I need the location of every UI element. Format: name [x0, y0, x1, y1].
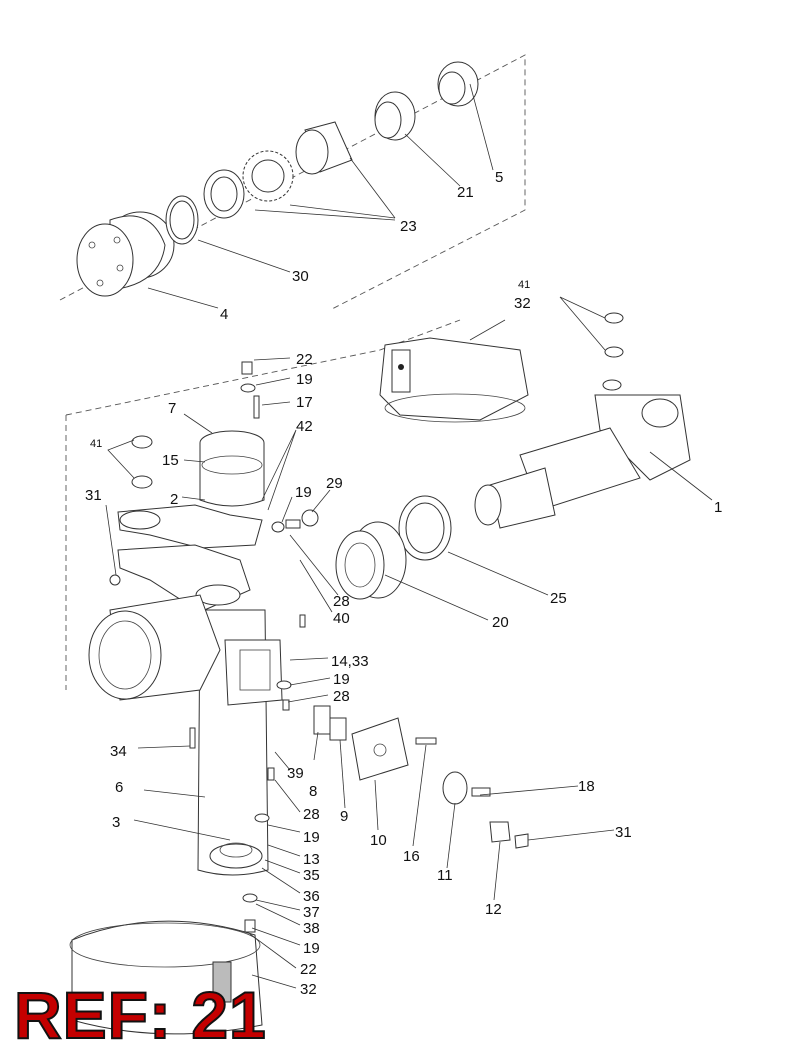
label-8: 8: [309, 783, 317, 800]
label-11: 11: [437, 867, 453, 884]
part-7-15-top-cap: [199, 430, 265, 507]
part-3-kingpin-bottom: [209, 842, 263, 869]
label-1: 1: [714, 499, 722, 516]
label-32-lower: 32: [300, 981, 317, 998]
part-4-hub: [76, 211, 175, 297]
label-9: 9: [340, 808, 348, 825]
label-34: 34: [110, 743, 127, 760]
label-15: 15: [162, 452, 179, 469]
label-28-b: 28: [333, 688, 350, 705]
part-spline-sleeve: [295, 121, 353, 175]
label-32-upper: 32: [514, 295, 531, 312]
part-32-band-lower: [69, 920, 263, 1035]
label-19-mid: 19: [333, 671, 350, 688]
label-22-bottom: 22: [300, 961, 317, 978]
label-40: 40: [333, 610, 350, 627]
part-41-washers-right: [602, 312, 624, 391]
label-19-lower: 19: [303, 829, 320, 846]
small-hardware: [109, 361, 319, 933]
label-19-arm: 19: [295, 484, 312, 501]
label-41-right: 41: [518, 279, 530, 291]
label-35: 35: [303, 867, 320, 884]
label-28-a: 28: [333, 593, 350, 610]
label-2: 2: [170, 491, 178, 508]
part-21-bearing: [374, 91, 416, 141]
part-32-band-upper: [379, 337, 529, 423]
label-20: 20: [492, 614, 509, 631]
label-41-left: 41: [90, 438, 102, 450]
label-28-c: 28: [303, 806, 320, 823]
label-5: 5: [495, 169, 503, 186]
label-12: 12: [485, 901, 502, 918]
label-36: 36: [303, 888, 320, 905]
label-30: 30: [292, 268, 309, 285]
part-20-bearing: [335, 521, 407, 600]
label-21: 21: [457, 184, 474, 201]
label-39: 39: [287, 765, 304, 782]
label-19-top: 19: [296, 371, 313, 388]
part-gear-washer: [242, 150, 294, 202]
part-labels: 5 21 23 30 4 41 32 22 19 17 7 42 41 15 2…: [85, 169, 722, 998]
part-nut-ring: [203, 169, 245, 219]
label-6: 6: [115, 779, 123, 796]
label-42: 42: [296, 418, 313, 435]
label-31-right: 31: [615, 824, 632, 841]
part-25-seal: [398, 495, 452, 561]
parts-8-12-sensor-stack: [313, 705, 529, 849]
part-30-snap-ring: [165, 195, 199, 245]
label-25: 25: [550, 590, 567, 607]
label-37: 37: [303, 904, 320, 921]
label-19-bottom: 19: [303, 940, 320, 957]
leader-lines: [105, 83, 713, 989]
label-7: 7: [168, 400, 176, 417]
label-22-top: 22: [296, 351, 313, 368]
label-18: 18: [578, 778, 595, 795]
label-31-left: 31: [85, 487, 102, 504]
label-23: 23: [400, 218, 417, 235]
part-2-steering-arm: [117, 504, 263, 613]
reference-number: REF: 21: [13, 978, 267, 1052]
part-1-knuckle-shaft: [474, 394, 691, 529]
label-38: 38: [303, 920, 320, 937]
label-4: 4: [220, 306, 228, 323]
label-29: 29: [326, 475, 343, 492]
label-17: 17: [296, 394, 313, 411]
label-13: 13: [303, 851, 320, 868]
label-16: 16: [403, 848, 420, 865]
label-3: 3: [112, 814, 120, 831]
label-14-33: 14,33: [331, 653, 369, 670]
label-10: 10: [370, 832, 387, 849]
part-6-kingpin-housing: [88, 594, 283, 876]
part-5-cup: [437, 61, 479, 107]
